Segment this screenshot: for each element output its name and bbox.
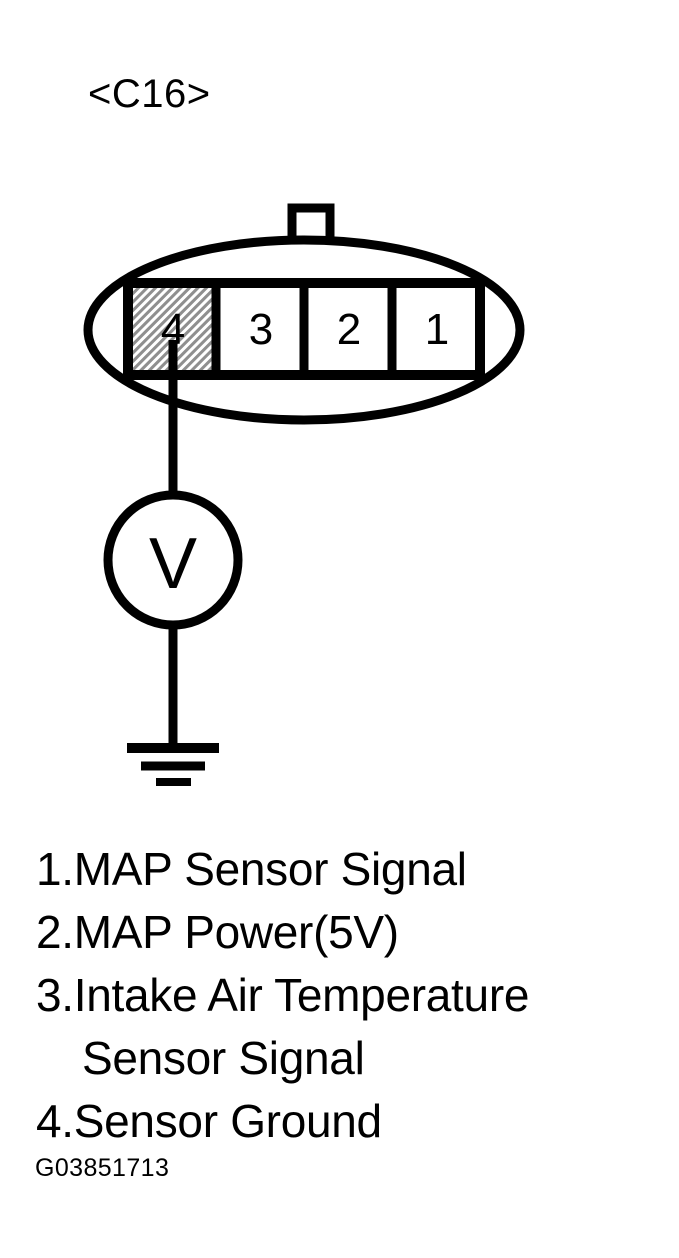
connector-id-label: <C16> — [88, 72, 211, 116]
pin-number-3: 3 — [248, 305, 274, 354]
legend-line: 3.Intake Air Temperature — [36, 969, 530, 1021]
connector-test-diagram — [83, 203, 525, 786]
pin-number-2: 2 — [336, 305, 362, 354]
legend-line-continuation: Sensor Signal — [82, 1032, 365, 1084]
pin-legend: 1.MAP Sensor Signal 2.MAP Power(5V) 3.In… — [36, 838, 666, 1153]
voltmeter-label: V — [148, 524, 198, 604]
connector-body-outline — [83, 235, 525, 425]
earth-ground-symbol — [127, 743, 219, 786]
legend-line: 2.MAP Power(5V) — [36, 906, 399, 958]
pin-number-4: 4 — [160, 305, 186, 354]
legend-line: 1.MAP Sensor Signal — [36, 843, 467, 895]
pin-number-1: 1 — [424, 305, 450, 354]
connector-top-tab — [287, 203, 335, 242]
figure-id: G03851713 — [35, 1154, 170, 1182]
legend-line: 4.Sensor Ground — [36, 1095, 382, 1147]
